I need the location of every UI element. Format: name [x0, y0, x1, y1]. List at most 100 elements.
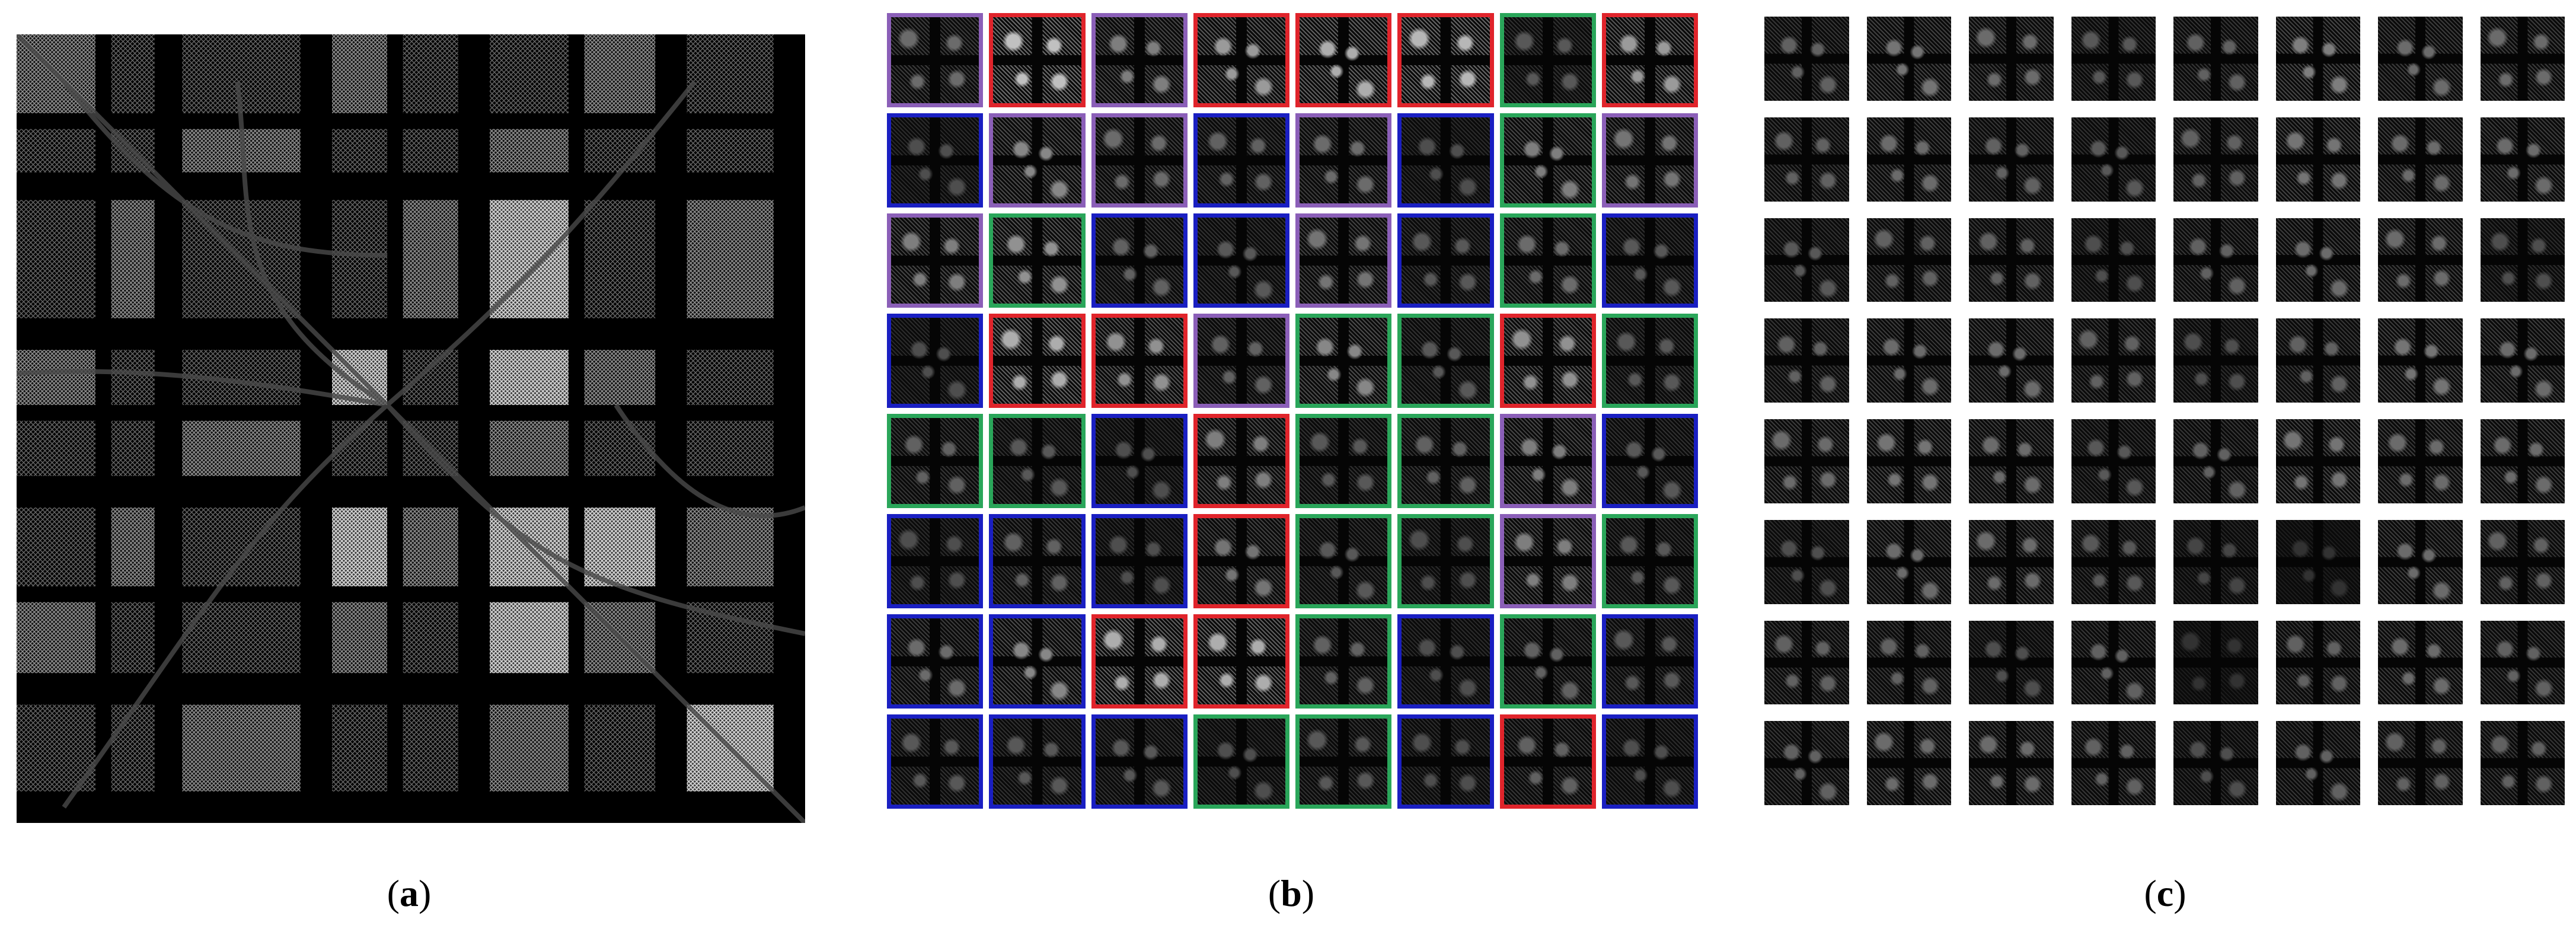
feature-map-texture: [2378, 721, 2463, 805]
feature-map-tile: [1193, 414, 1289, 508]
panel-b-framed-feature-grid: [887, 13, 1698, 809]
feature-map-tile: [1499, 13, 1596, 107]
feature-map-tile: [1295, 614, 1392, 709]
feature-map-texture: [1969, 17, 2054, 101]
feature-map-texture: [1969, 721, 2054, 805]
feature-map-tile: [1397, 514, 1494, 608]
feature-map-texture: [1300, 618, 1388, 704]
feature-map-tile: [1969, 17, 2054, 101]
feature-map-texture: [2071, 218, 2156, 302]
feature-map-texture: [2071, 721, 2156, 805]
feature-map-tile: [2071, 218, 2156, 302]
feature-map-tile: [1764, 218, 1849, 302]
matrix-block: [584, 129, 656, 173]
feature-map-tile: [1499, 113, 1596, 208]
feature-map-tile: [1601, 113, 1698, 208]
feature-map-texture: [2378, 17, 2463, 101]
feature-map-texture: [2275, 620, 2360, 705]
feature-map-texture: [1197, 218, 1285, 304]
matrix-block: [332, 129, 388, 173]
feature-map-tile: [887, 213, 984, 308]
feature-map-texture: [2480, 318, 2565, 403]
feature-map-tile: [1397, 113, 1494, 208]
feature-map-tile: [1866, 620, 1951, 705]
feature-map-tile: [1295, 213, 1392, 308]
feature-map-tile: [1397, 614, 1494, 709]
feature-map-texture: [993, 318, 1081, 404]
matrix-block: [490, 420, 569, 476]
feature-map-tile: [1091, 314, 1188, 408]
matrix-block: [332, 704, 388, 792]
feature-map-texture: [1605, 218, 1694, 304]
feature-map-texture: [1197, 318, 1285, 404]
feature-map-tile: [1499, 414, 1596, 508]
feature-map-texture: [2378, 519, 2463, 604]
feature-map-tile: [1969, 519, 2054, 604]
feature-map-tile: [1193, 13, 1289, 107]
feature-map-tile: [2071, 620, 2156, 705]
feature-map-tile: [1397, 314, 1494, 408]
feature-map-tile: [2378, 721, 2463, 805]
feature-map-tile: [1866, 721, 1951, 805]
feature-map-tile: [887, 113, 984, 208]
feature-map-texture: [993, 518, 1081, 604]
feature-map-texture: [1969, 419, 2054, 503]
feature-map-texture: [1402, 117, 1490, 203]
matrix-block: [490, 602, 569, 674]
feature-map-tile: [989, 13, 1086, 107]
feature-map-texture: [2480, 419, 2565, 503]
feature-map-tile: [2378, 318, 2463, 403]
feature-map-tile: [1499, 213, 1596, 308]
feature-map-texture: [2480, 519, 2565, 604]
feature-map-texture: [993, 17, 1081, 103]
feature-map-texture: [2378, 117, 2463, 202]
feature-map-texture: [1095, 318, 1183, 404]
feature-map-texture: [1504, 518, 1592, 604]
matrix-block: [111, 200, 155, 318]
caption-c: (c): [2144, 872, 2186, 914]
feature-map-tile: [887, 514, 984, 608]
feature-map-tile: [1969, 419, 2054, 503]
feature-map-texture: [1969, 218, 2054, 302]
feature-map-tile: [2480, 17, 2565, 101]
feature-map-texture: [1969, 519, 2054, 604]
matrix-block: [687, 129, 774, 173]
feature-map-texture: [891, 17, 979, 103]
feature-map-texture: [2275, 318, 2360, 403]
feature-map-tile: [1499, 314, 1596, 408]
feature-map-tile: [1193, 213, 1289, 308]
feature-map-texture: [1095, 719, 1183, 805]
feature-map-texture: [1605, 318, 1694, 404]
feature-map-texture: [1605, 17, 1694, 103]
feature-map-texture: [2071, 17, 2156, 101]
feature-grid-c: [1764, 17, 2565, 805]
feature-map-tile: [1764, 419, 1849, 503]
feature-map-tile: [2480, 620, 2565, 705]
feature-map-tile: [2378, 218, 2463, 302]
feature-map-tile: [989, 414, 1086, 508]
feature-map-tile: [1397, 213, 1494, 308]
feature-map-texture: [2173, 117, 2258, 202]
matrix-block: [17, 508, 95, 586]
feature-map-texture: [2378, 620, 2463, 705]
feature-map-texture: [1197, 17, 1285, 103]
feature-map-tile: [1295, 314, 1392, 408]
matrix-block: [182, 704, 301, 792]
feature-map-tile: [2480, 721, 2565, 805]
feature-map-tile: [2275, 318, 2360, 403]
feature-map-tile: [887, 714, 984, 809]
feature-map-tile: [887, 13, 984, 107]
feature-map-texture: [891, 618, 979, 704]
feature-map-tile: [2071, 17, 2156, 101]
matrix-block: [111, 420, 155, 476]
matrix-block: [332, 602, 388, 674]
matrix-block: [111, 602, 155, 674]
feature-map-tile: [1764, 17, 1849, 101]
feature-map-texture: [1504, 719, 1592, 805]
feature-map-texture: [2480, 721, 2565, 805]
feature-map-texture: [1095, 218, 1183, 304]
feature-map-texture: [2378, 318, 2463, 403]
feature-map-tile: [1193, 314, 1289, 408]
feature-map-tile: [1969, 620, 2054, 705]
feature-map-texture: [1866, 117, 1951, 202]
